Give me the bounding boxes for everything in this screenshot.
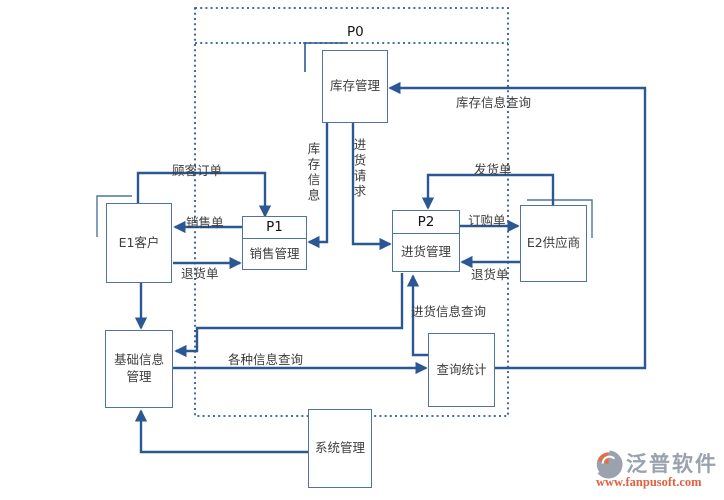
entity-e2-supplier: E2供应商 (520, 205, 587, 282)
flow-label-purchase-request: 进货请求 (351, 138, 367, 200)
box-label: E2供应商 (526, 235, 581, 251)
p2-id: P2 (393, 211, 459, 234)
box-label-line1: 基础信息 (113, 352, 164, 368)
box-label-line2: 管理 (126, 369, 152, 384)
process-p1-sales: P1 销售管理 (242, 216, 307, 270)
process-base-info-management: 基础信息 管理 (105, 330, 173, 408)
flow-label-inventory-info-query: 库存信息查询 (456, 95, 532, 110)
flow-customer-order (136, 171, 272, 218)
e2-shadow (527, 199, 593, 238)
p2-label: 进货管理 (400, 244, 451, 260)
box-label: 系统管理 (314, 440, 365, 456)
process-system-management: 系统管理 (308, 409, 372, 488)
flow-label-purchase-info-query: 进货信息查询 (411, 304, 487, 319)
p0-title: P0 (347, 24, 364, 40)
flow-delivery-order (421, 173, 555, 210)
p0-boundary (194, 7, 509, 417)
fanpu-logo-icon (594, 449, 623, 479)
process-query-statistics: 查询统计 (428, 333, 495, 407)
flow-label-return-order-left: 退货单 (181, 266, 219, 281)
flow-p2-to-base-info (174, 273, 404, 358)
entity-e1-customer: E1客户 (106, 203, 172, 283)
flow-label-customer-order: 顾客订单 (172, 163, 223, 178)
fanpu-logo-url: www.fanpusoft.com (596, 475, 702, 489)
flow-label-sales-order: 销售单 (186, 215, 224, 230)
flow-label-various-info-query: 各种信息查询 (228, 352, 304, 367)
process-p2-purchasing: P2 进货管理 (392, 210, 460, 272)
flow-label-purchase-order: 订购单 (468, 213, 506, 228)
flow-inventory-info-query (388, 81, 647, 370)
flow-system-to-base-info (134, 409, 308, 454)
box-label: 库存管理 (329, 78, 380, 94)
flow-label-return-order-right: 退货单 (471, 267, 509, 282)
flow-inventory-info (307, 123, 329, 249)
p1-label: 销售管理 (249, 245, 300, 261)
fanpu-logo-text: 泛普软件 (626, 452, 718, 476)
box-label: 查询统计 (436, 361, 487, 377)
e1-shadow (96, 195, 132, 237)
flow-purchase-info-query (406, 274, 428, 357)
p1-id: P1 (243, 217, 306, 239)
box-label: E1客户 (118, 234, 160, 250)
flow-label-inventory-info: 库存信息 (305, 142, 321, 204)
flow-label-delivery-order: 发货单 (474, 162, 512, 177)
process-inventory-management: 库存管理 (322, 50, 388, 123)
flow-purchase-request (351, 123, 392, 251)
